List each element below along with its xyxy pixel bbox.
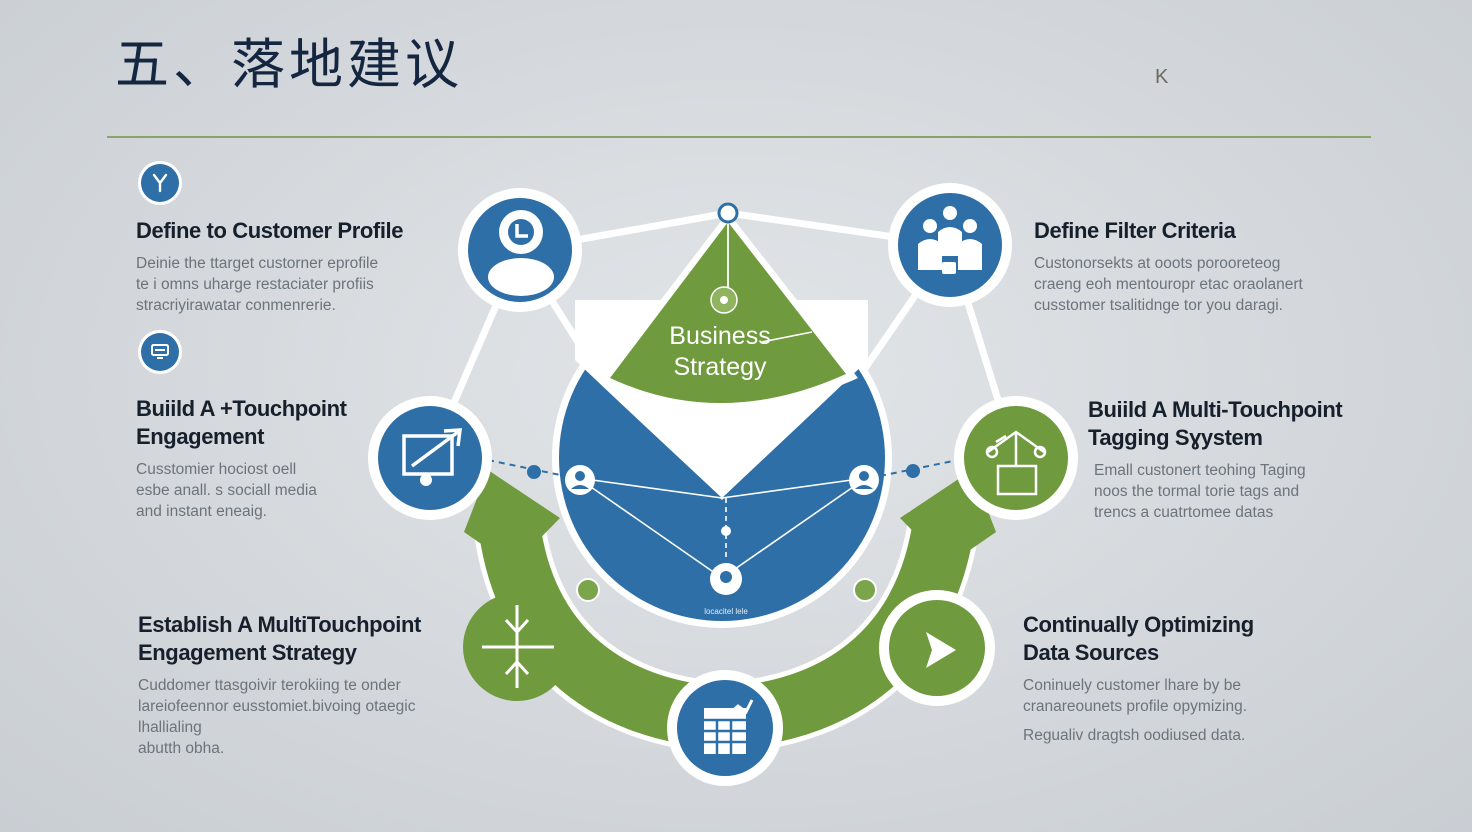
block-tagging-system: Buiild A Multi-Touchpoint Tagging Sɣyste…: [1088, 396, 1388, 523]
block-customer-profile: Define to Customer Profile Deinie the tt…: [136, 217, 456, 316]
block-desc-line: abutth obha.: [138, 740, 225, 757]
node-profile: [458, 188, 582, 312]
node-tagging: [954, 396, 1078, 520]
corner-mark: K: [1155, 66, 1169, 88]
play-arrow-icon: [926, 632, 956, 668]
block-desc-line: Coninuely customer lhare by be: [1023, 677, 1241, 694]
block-desc-line: stracriyirawatar conmenrerie.: [136, 297, 336, 314]
block-title-line: Engagement: [136, 424, 265, 449]
block-desc-line: esbe anall. s sociall media: [136, 482, 317, 499]
block-touchpoint-engagement: Buiild A +Touchpoint Engagement Cusstomi…: [136, 395, 396, 522]
node-strategy: [463, 593, 571, 701]
block-desc-line: noos the tormal torie tags and: [1094, 483, 1300, 500]
node-data: [667, 670, 783, 786]
compass-arrows-icon: [482, 605, 554, 688]
block-desc-line: cranareounets profile opymizing.: [1023, 698, 1248, 715]
y-junction-icon: [141, 164, 179, 202]
business-strategy-funnel: Business Strategy: [598, 202, 858, 411]
block-desc-line: te i omns uharge restaciater profiis: [136, 276, 374, 293]
block-filter-criteria: Define Filter Criteria Custonorsekts at …: [1034, 217, 1354, 316]
block-desc-line: Regualiv dragtsh oodiused data.: [1023, 727, 1246, 744]
side-connectors: [487, 459, 959, 479]
block-desc-line: Cuddomer ttasgoivir terokiing te onder: [138, 677, 401, 694]
band-markers: [576, 578, 877, 602]
node-optimize: [879, 590, 995, 706]
block-desc-line: Emall custonert teohing Taging: [1094, 462, 1306, 479]
block-desc-line: Custonorsekts at ooots porooreteog: [1034, 255, 1281, 272]
block-engagement-strategy: Establish A MultiTouchpoint Engagement S…: [138, 611, 458, 759]
block-title-line: Buiild A Multi-Touchpoint: [1088, 397, 1343, 422]
center-label-line2: Strategy: [673, 353, 767, 381]
block-desc-line: Cusstomier hociost oell: [136, 461, 297, 478]
title-divider: [107, 136, 1371, 138]
block-desc-line: lhallialing: [138, 719, 202, 736]
node-touchpoint: [368, 396, 492, 520]
block-title-line: Continually Optimizing: [1023, 612, 1254, 637]
screen-arrow-icon: [402, 428, 462, 476]
card-icon: [141, 333, 179, 371]
block-title-line: Define to Customer Profile: [136, 218, 404, 243]
block-desc-line: Deinie the ttarget custorner eprofile: [136, 255, 379, 272]
spreadsheet-chart-icon: [704, 699, 754, 754]
hierarchy-box-icon: [985, 430, 1047, 496]
block-desc-line: craeng eoh mentouropr etac oraolanert: [1034, 276, 1303, 293]
block-title-line: Data Sources: [1023, 640, 1159, 665]
block-desc-line: lareiofeennor eusstomiet.bivoing otaegic: [138, 698, 416, 715]
block-desc-line: cusstomer tsalitidnge tor you daragi.: [1034, 297, 1283, 314]
block-title-line: Buiild A +Touchpoint: [136, 396, 347, 421]
center-label-line1: Business: [669, 322, 770, 350]
block-desc-line: trencs a cuatrtomee datas: [1094, 504, 1274, 521]
person-avatar-icon: [488, 210, 554, 296]
block-title-line: Engagement Strategy: [138, 640, 357, 665]
block-title-line: Tagging Sɣystem: [1088, 425, 1263, 450]
node-filter: [888, 183, 1012, 307]
group-of-people-icon: [918, 206, 982, 274]
page-title: 五、落地建议: [115, 33, 463, 96]
block-title-line: Define Filter Criteria: [1034, 218, 1236, 243]
center-caption: locacitel lele: [704, 607, 748, 616]
block-desc-line: and instant eneaig.: [136, 503, 267, 520]
block-title-line: Establish A MultiTouchpoint: [138, 612, 421, 637]
block-optimizing-data-sources: Continually Optimizing Data Sources Coni…: [1023, 611, 1353, 746]
